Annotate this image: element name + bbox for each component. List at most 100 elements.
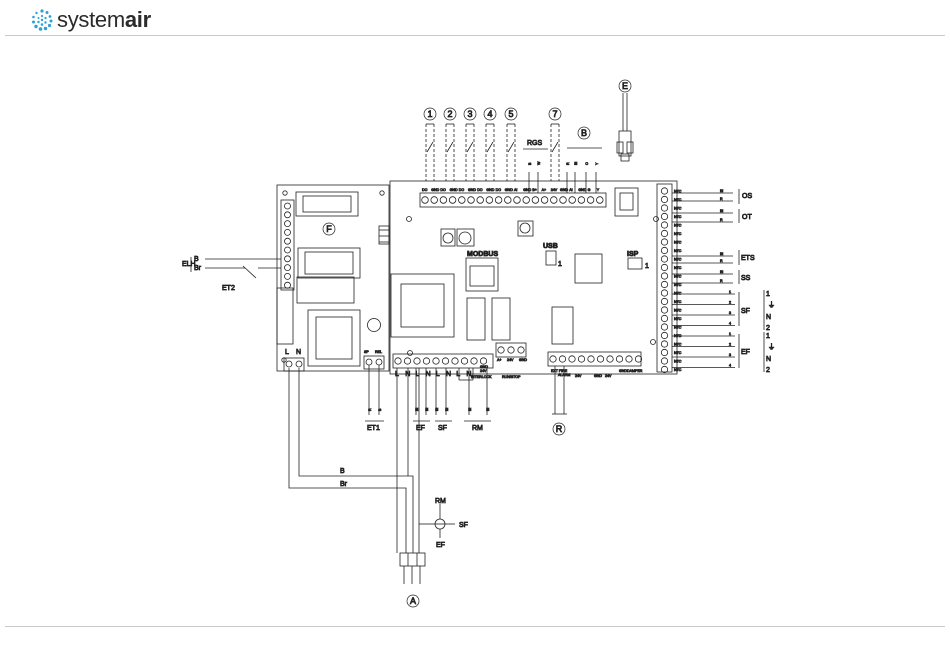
terminal-screw [568, 196, 576, 204]
pin-label: 24V [507, 358, 514, 362]
terminal-screw [625, 355, 633, 363]
terminal-screw [485, 196, 494, 204]
terminal-screw [660, 348, 669, 357]
relay [466, 297, 486, 341]
mains-terminal-label: L [415, 371, 419, 378]
terminal-screw [522, 196, 530, 204]
terminal-screw [284, 228, 291, 236]
terminal-screw [660, 272, 669, 280]
right-pin-label: NTC [674, 317, 682, 321]
brand-wordmark: systemair [57, 7, 151, 33]
power-transformer [307, 309, 361, 367]
pin-label: GND [519, 358, 527, 362]
elh-label: ELH [182, 261, 196, 268]
usb-label: USB [543, 243, 558, 250]
sf-wire-number: 3 [729, 311, 731, 315]
pin-label: 24V [605, 374, 612, 378]
terminal-screw [660, 238, 669, 246]
wire-color-label: R [720, 259, 723, 263]
top-pin-label: GND [578, 188, 586, 192]
terminal-screw [540, 196, 549, 204]
callout-F [322, 222, 336, 236]
mains-terminal-label: L [436, 371, 440, 378]
right-pin-label: NTC [674, 215, 682, 219]
switch-contact [466, 141, 474, 153]
callout-A-label: A [410, 596, 416, 606]
callout-E-label: E [622, 81, 628, 91]
bottom-wire-mark: Bl [468, 408, 472, 411]
terminal-screw [422, 357, 431, 365]
mains-terminal [283, 357, 305, 372]
power-board [276, 184, 390, 372]
terminal-screw [660, 195, 669, 204]
terminal-screw [558, 355, 567, 363]
isp-label: ISP [627, 251, 639, 258]
terminal-screw [634, 355, 643, 363]
sf-bottom-label: SF [438, 425, 447, 432]
brand-name-light: system [57, 7, 125, 32]
right-pin-label: NTC [674, 249, 682, 253]
sf-motor-pin: 1 [766, 291, 770, 298]
power-relay-body [302, 195, 352, 213]
terminal-screw [660, 340, 669, 348]
callout-one-label: 1 [427, 109, 432, 119]
modbus-label: MODBUS [467, 251, 498, 258]
pin-label: GND [594, 374, 602, 378]
terminal-screw [660, 280, 669, 289]
elh-b-label: B [194, 256, 199, 263]
right-pin-label: NTC [674, 309, 682, 313]
mount-hole [406, 216, 412, 222]
isp-header [627, 257, 643, 270]
wire-color-label: Bl [720, 270, 723, 274]
right-pin-label: NTC [674, 241, 682, 245]
ext-fire-label: EXT FIRE [551, 369, 568, 373]
pin-label: GND [619, 369, 627, 373]
ef-motor-pin: N [766, 356, 771, 363]
terminal-screw [568, 355, 576, 363]
top-pin-label: G [588, 188, 591, 192]
top-pin-label: AI [514, 188, 517, 192]
terminal-screw [660, 212, 669, 221]
callout-one [423, 107, 437, 121]
motor-ef-label: EF [436, 542, 445, 549]
pin-label: A+ [497, 358, 502, 362]
mains-N-label: N [296, 349, 301, 356]
et2-label: ET2 [222, 285, 235, 292]
callout-two-label: 2 [447, 109, 452, 119]
wire-color-mark: Bl [574, 162, 578, 165]
terminal-screw [421, 196, 429, 204]
terminal-screw [660, 314, 669, 323]
mains-terminal-label: L [456, 371, 460, 378]
relay-coil [440, 228, 456, 247]
et1-label: ET1 [367, 425, 380, 432]
terminal-screw [550, 196, 558, 204]
switch-contact [551, 141, 559, 153]
switch-contact [446, 141, 454, 153]
terminal-screw [660, 323, 669, 331]
ef-bottom-label: EF [416, 425, 425, 432]
sensor-probe-E [616, 93, 634, 162]
mount-hole [650, 339, 656, 345]
terminal-screw [284, 255, 291, 263]
callout-B [577, 126, 591, 140]
switch-contact [486, 141, 494, 153]
top-pin-label: GND [468, 188, 476, 192]
right-pin-label: NTC [674, 198, 682, 202]
callout-four [483, 107, 497, 121]
capacitor [458, 231, 472, 245]
et1-wire-mark: R [368, 408, 372, 411]
et1-wire-mark: B [378, 408, 382, 411]
fuse-holder [276, 287, 294, 345]
terminal-screw [587, 355, 595, 363]
wire-color-mark: W [537, 161, 541, 165]
callout-seven-label: 7 [552, 109, 557, 119]
footer-rule [5, 626, 945, 627]
chip-marker [519, 222, 531, 234]
callout-five-label: 5 [508, 109, 513, 119]
switch-contact [507, 141, 515, 153]
terminal-screw [660, 297, 669, 306]
motor-sf-label: SF [459, 522, 468, 529]
wire-color-mark: B [528, 162, 532, 165]
connector-A [399, 552, 426, 584]
